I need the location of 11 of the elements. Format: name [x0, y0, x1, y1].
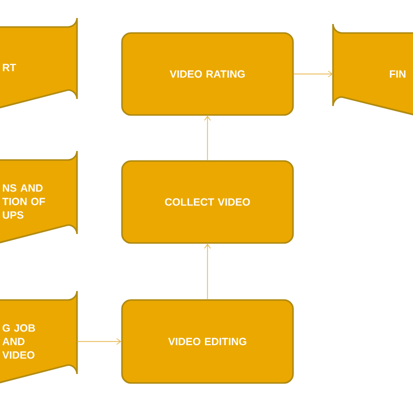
- process-box: NS AND TION OF UPS: [0, 150, 78, 244]
- arrow: [204, 244, 211, 300]
- process-box: COLLECT VIDEO: [121, 160, 294, 244]
- process-box: RT: [0, 17, 78, 109]
- arrow: [293, 70, 333, 78]
- arrow: [204, 116, 211, 161]
- arrow: [76, 338, 122, 345]
- process-box: FIN: [332, 23, 413, 116]
- process-box: VIDEO EDITING: [121, 299, 294, 384]
- process-box: VIDEO RATING: [121, 32, 294, 116]
- process-box: G JOB AND VIDEO: [0, 290, 78, 384]
